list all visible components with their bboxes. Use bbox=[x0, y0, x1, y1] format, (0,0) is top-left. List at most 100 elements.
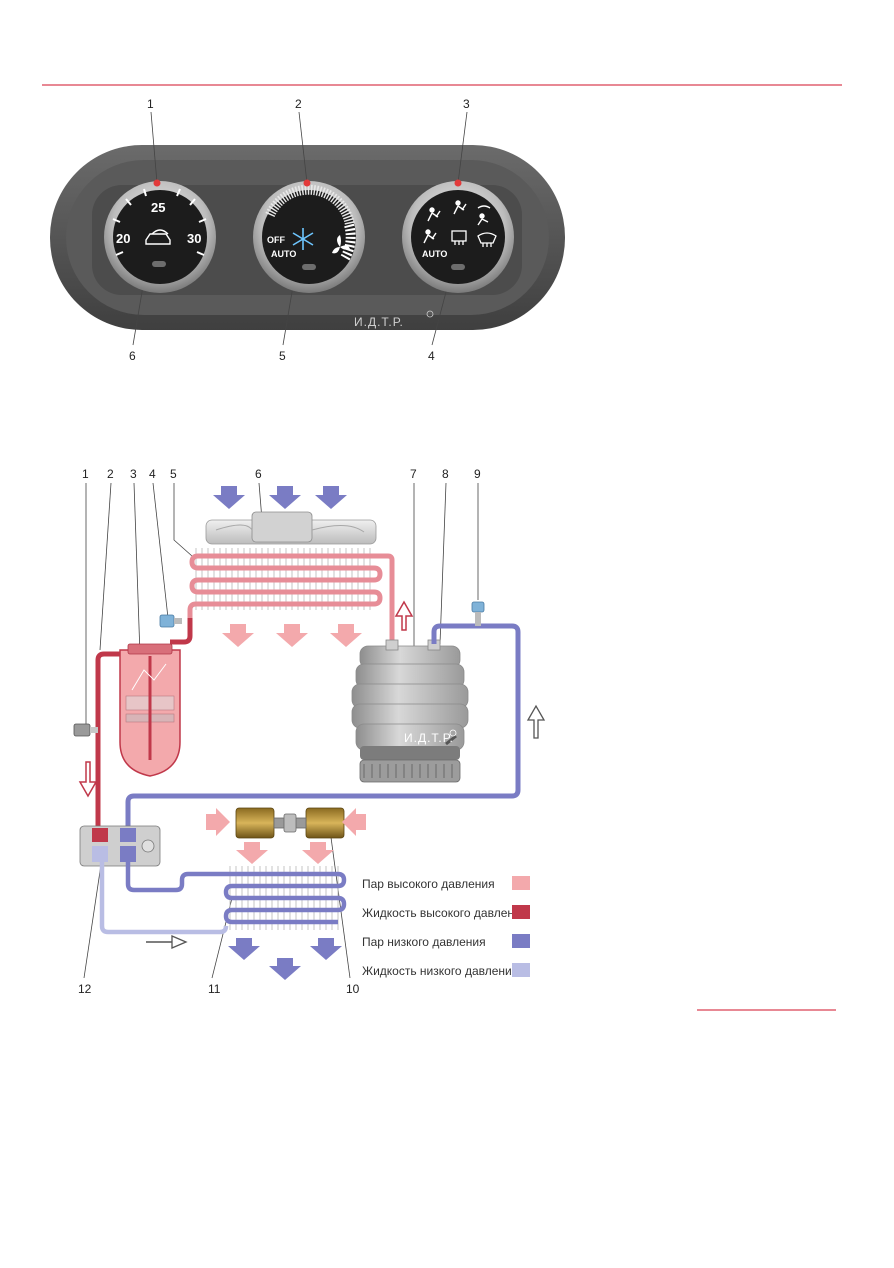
car-recirculation-icon bbox=[145, 229, 171, 245]
low-pressure-service-port bbox=[471, 601, 485, 626]
air-distribution-knob[interactable]: AUTO bbox=[402, 181, 514, 293]
panel-callout-4: 4 bbox=[428, 349, 435, 363]
fan-icon bbox=[332, 235, 350, 254]
flow-down-arrow bbox=[78, 761, 98, 798]
low-pressure-liquid-line bbox=[99, 862, 229, 935]
vent-pointer-dot bbox=[454, 179, 462, 187]
legend-label-high-liquid: Жидкость высокого давления bbox=[362, 906, 527, 920]
panel-callout-line-3 bbox=[457, 111, 468, 184]
fan-pointer-dot bbox=[303, 179, 311, 187]
cool-air-arrow-2 bbox=[269, 958, 301, 980]
scheme-callout-11: 11 bbox=[208, 982, 221, 996]
legend: Пар высокого давления Жидкость высокого … bbox=[362, 876, 530, 978]
temp-scale-30: 30 bbox=[187, 231, 201, 246]
vent-auto-label: AUTO bbox=[422, 249, 447, 259]
high-pressure-service-port bbox=[159, 614, 182, 628]
scheme-callout-7: 7 bbox=[410, 467, 417, 481]
legend-label-low-liquid: Жидкость низкого давления bbox=[362, 964, 518, 978]
ac-scheme: 1 2 3 4 5 6 7 8 9 10 11 12 bbox=[73, 467, 546, 996]
condenser-fan bbox=[205, 511, 377, 545]
vent-indicator-led bbox=[451, 264, 465, 270]
temperature-scale-ticks bbox=[112, 188, 207, 256]
scheme-callout-1: 1 bbox=[82, 467, 89, 481]
legend-swatch-low-vapor bbox=[512, 934, 530, 948]
high-pressure-liquid-line bbox=[170, 618, 193, 645]
liquid-flow-right-arrow bbox=[146, 935, 188, 949]
legend-label-high-vapor: Пар высокого давления bbox=[362, 877, 495, 891]
cool-air-arrow-3 bbox=[310, 938, 342, 960]
condenser bbox=[187, 548, 395, 644]
scheme-watermark-copyright-mark bbox=[449, 729, 457, 737]
temperature-indicator-led bbox=[152, 261, 166, 267]
temperature-knob[interactable]: 20 25 30 bbox=[104, 181, 216, 293]
condenser-air-in-arrows bbox=[213, 486, 347, 509]
air-out-arrow-2 bbox=[276, 624, 308, 647]
legend-swatch-low-liquid bbox=[512, 963, 530, 977]
temp-scale-25: 25 bbox=[151, 200, 165, 215]
evaporator-air-in-arrow-1 bbox=[236, 842, 268, 864]
fan-speed-arc bbox=[265, 184, 355, 226]
vent-face-icon bbox=[427, 207, 441, 222]
fan-indicator-led bbox=[302, 264, 316, 270]
scheme-callout-12: 12 bbox=[78, 982, 92, 996]
legend-swatch-high-liquid bbox=[512, 905, 530, 919]
rear-defrost-icon bbox=[451, 230, 467, 245]
air-in-arrow-1 bbox=[213, 486, 245, 509]
legend-swatch-high-vapor bbox=[512, 876, 530, 890]
pressure-switch bbox=[73, 723, 98, 737]
blower-air-in-right-arrow bbox=[342, 808, 366, 836]
vent-face-feet-icon bbox=[453, 200, 467, 215]
evaporator-coil bbox=[125, 862, 347, 925]
evaporator-blower bbox=[235, 807, 345, 839]
compressor bbox=[351, 639, 469, 783]
evaporator bbox=[125, 862, 347, 930]
scheme-callout-6: 6 bbox=[255, 467, 262, 481]
scheme-callout-2: 2 bbox=[107, 467, 114, 481]
snowflake-icon bbox=[292, 228, 314, 250]
expansion-valve bbox=[79, 825, 161, 867]
temp-scale-20: 20 bbox=[116, 231, 130, 246]
evaporator-air-out-arrows bbox=[228, 938, 342, 980]
scheme-callout-4: 4 bbox=[149, 467, 156, 481]
vent-feet-icon bbox=[423, 229, 437, 244]
scheme-callout-5: 5 bbox=[170, 467, 177, 481]
mode-off-label: OFF bbox=[267, 235, 285, 245]
mode-auto-label: AUTO bbox=[271, 249, 296, 259]
panel-callout-5: 5 bbox=[279, 349, 286, 363]
panel-callout-1: 1 bbox=[147, 97, 154, 111]
panel-callout-6: 6 bbox=[129, 349, 136, 363]
scheme-callout-8: 8 bbox=[442, 467, 449, 481]
scheme-callout-10: 10 bbox=[346, 982, 360, 996]
control-panel: 1 2 3 4 5 6 20 25 30 bbox=[50, 97, 565, 363]
condenser-air-out-arrows bbox=[222, 624, 362, 647]
blower-air-in-left-arrow bbox=[206, 808, 230, 836]
scheme-watermark: И.Д.Т.Р. bbox=[404, 731, 454, 745]
compressor-outlet-arrow bbox=[394, 600, 414, 631]
windshield-defrost-icon bbox=[477, 232, 497, 247]
air-in-arrow-2 bbox=[269, 486, 301, 509]
receiver-dryer bbox=[119, 643, 181, 777]
panel-callout-3: 3 bbox=[463, 97, 470, 111]
receiver-to-expansion-line bbox=[95, 651, 130, 832]
air-in-arrow-3 bbox=[315, 486, 347, 509]
panel-callout-line-1 bbox=[150, 111, 158, 184]
panel-watermark-copyright-mark bbox=[426, 310, 434, 318]
legend-label-low-vapor: Пар низкого давления bbox=[362, 935, 486, 949]
fan-mode-knob[interactable]: OFF AUTO bbox=[253, 181, 365, 293]
suction-flow-up-arrow bbox=[526, 704, 546, 739]
panel-watermark: И.Д.Т.Р. bbox=[354, 315, 404, 329]
condenser-coil bbox=[187, 553, 395, 644]
panel-callout-line-2 bbox=[298, 111, 308, 184]
vent-feet-windshield-icon bbox=[477, 205, 491, 226]
scheme-callout-3: 3 bbox=[130, 467, 137, 481]
cool-air-arrow-1 bbox=[228, 938, 260, 960]
air-out-arrow-1 bbox=[222, 624, 254, 647]
low-pressure-suction-line bbox=[125, 623, 521, 826]
air-out-arrow-3 bbox=[330, 624, 362, 647]
temperature-pointer-dot bbox=[153, 179, 161, 187]
evaporator-air-in-arrow-2 bbox=[302, 842, 334, 864]
panel-callout-2: 2 bbox=[295, 97, 302, 111]
scheme-callout-9: 9 bbox=[474, 467, 481, 481]
